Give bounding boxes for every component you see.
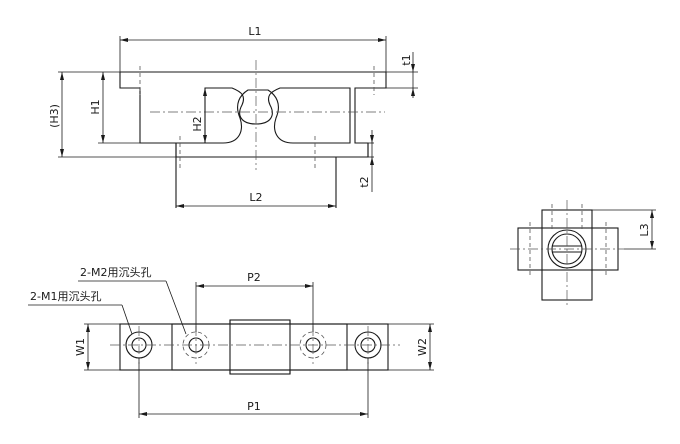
label-W1: W1	[74, 338, 87, 356]
label-W2: W2	[416, 338, 429, 356]
label-L2: L2	[249, 191, 262, 204]
front-view-base	[175, 143, 369, 208]
dimension-L2: L2	[176, 191, 336, 208]
label-t2: t2	[358, 176, 371, 187]
dimension-L1: L1	[119, 25, 387, 72]
dimension-H3: (H3)	[48, 71, 176, 158]
dimension-t1: t1	[386, 52, 418, 98]
dimension-P1: P1	[138, 358, 369, 418]
note-m1-counterbore: 2-M1用沉头孔	[30, 290, 101, 303]
label-L3: L3	[638, 223, 651, 236]
note-m2-counterbore: 2-M2用沉头孔	[80, 266, 151, 279]
leader-m2: 2-M2用沉头孔	[78, 266, 187, 335]
front-view-outline	[119, 71, 387, 158]
label-H1: H1	[89, 99, 102, 114]
dimension-L3: L3	[592, 209, 656, 250]
label-P1: P1	[247, 400, 261, 413]
label-t1: t1	[400, 54, 413, 65]
dimension-P2: P2	[195, 271, 314, 332]
dimension-W2: W2	[388, 323, 434, 371]
dimension-t2: t2	[358, 130, 374, 192]
label-P2: P2	[247, 271, 261, 284]
side-view	[510, 200, 624, 306]
dimension-H2: H2	[191, 87, 232, 143]
label-L1: L1	[248, 25, 261, 38]
label-H2: H2	[191, 116, 204, 131]
label-H3: (H3)	[48, 104, 61, 128]
dimension-W1: W1	[74, 323, 120, 371]
front-view	[119, 60, 387, 208]
leader-m1: 2-M1用沉头孔	[28, 290, 133, 335]
dimension-H1: H1	[89, 72, 140, 144]
top-view	[110, 319, 400, 375]
